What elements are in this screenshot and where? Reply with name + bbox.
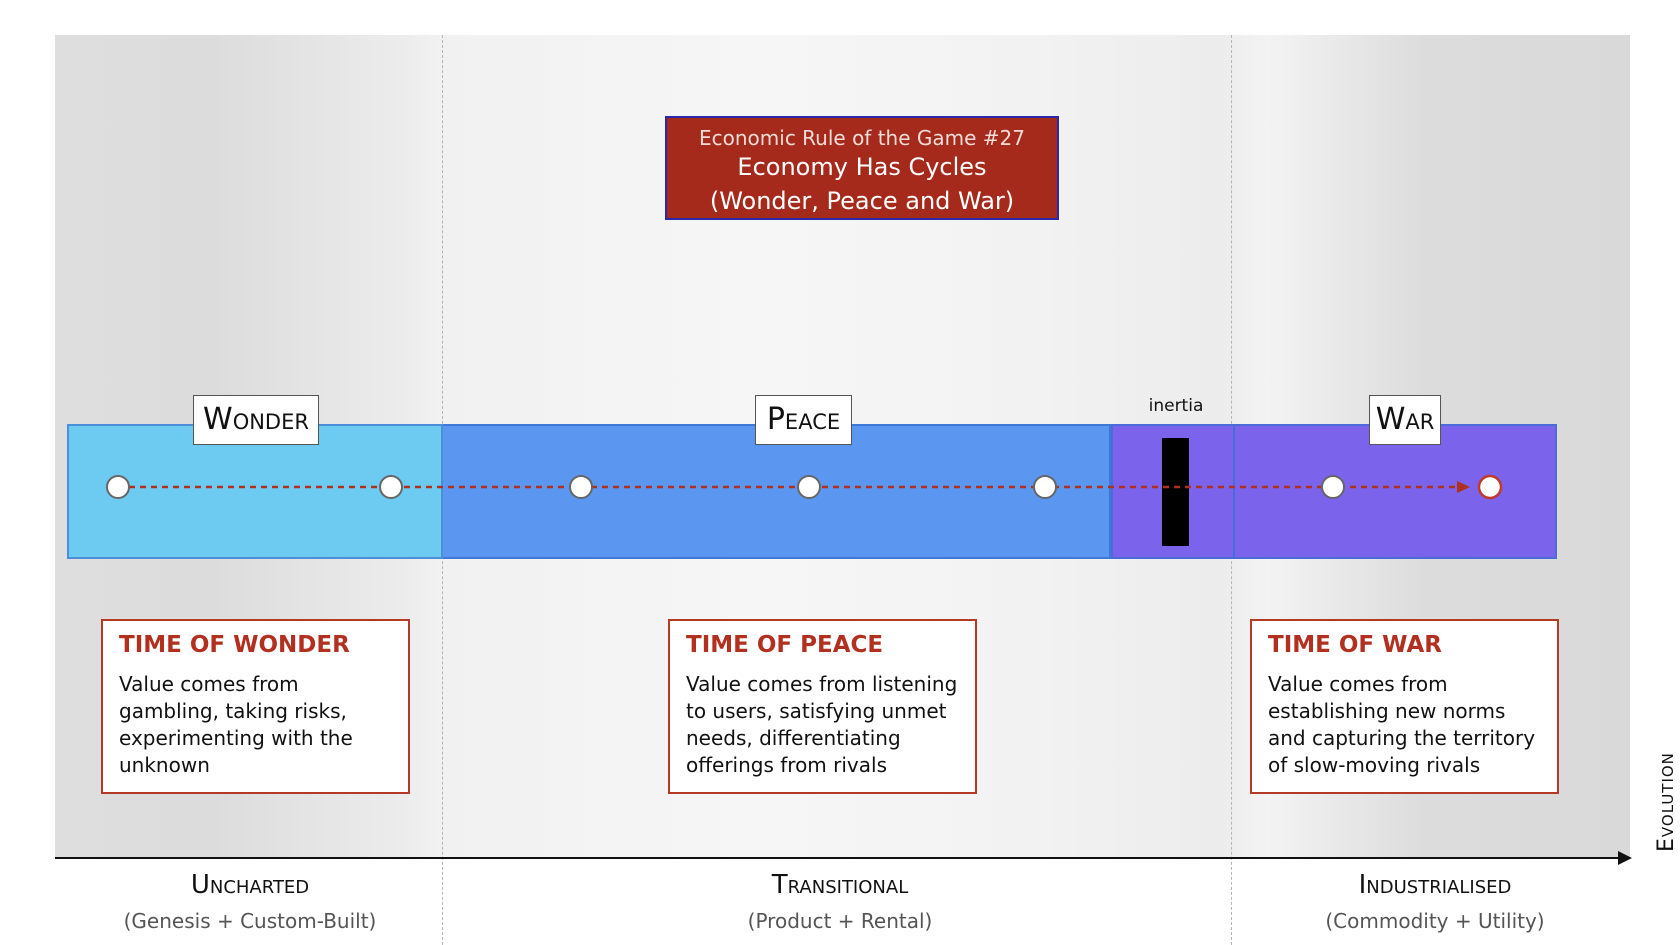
card-title: TIME OF PEACE	[686, 632, 884, 658]
card-body: Value comes from gambling, taking risks,…	[119, 672, 353, 777]
flow-arrowhead	[1457, 481, 1470, 493]
flow-node	[106, 475, 130, 499]
stage-title-uncharted: Uncharted	[190, 870, 310, 900]
evolution-axis-label: Evolution	[1654, 752, 1679, 852]
stage-subtitle-transitional: (Product + Rental)	[747, 909, 933, 933]
rule-title-box: Economic Rule of the Game #27 Economy Ha…	[665, 116, 1059, 220]
inertia-barrier	[1162, 438, 1189, 546]
card-body: Value comes from establishing new norms …	[1268, 672, 1536, 777]
stage-subtitle-industrialised: (Commodity + Utility)	[1325, 909, 1545, 933]
inertia-label: inertia	[1148, 396, 1204, 416]
rule-subtitle: Economic Rule of the Game #27	[699, 126, 1025, 150]
card-body: Value comes from listening to users, sat…	[686, 672, 958, 777]
flow-node	[797, 475, 821, 499]
flow-node	[1321, 475, 1345, 499]
war-band	[1235, 424, 1557, 559]
flow-node-end	[1477, 474, 1503, 500]
axis-arrow-icon	[1618, 851, 1632, 865]
war-label: War	[1369, 395, 1441, 445]
rule-title-line-2: (Wonder, Peace and War)	[709, 187, 1015, 215]
flow-node	[569, 475, 593, 499]
stage-subtitle-uncharted: (Genesis + Custom-Built)	[123, 909, 377, 933]
time-of-war-card: TIME OF WAR Value comes from establishin…	[1250, 619, 1559, 794]
flow-node	[379, 475, 403, 499]
time-of-wonder-card: TIME OF WONDER Value comes from gambling…	[101, 619, 410, 794]
stage-title-industrialised: Industrialised	[1358, 870, 1512, 900]
card-title: TIME OF WAR	[1268, 632, 1442, 658]
evolution-axis	[55, 857, 1620, 859]
flow-node	[1033, 475, 1057, 499]
time-of-peace-card: TIME OF PEACE Value comes from listening…	[668, 619, 977, 794]
rule-title-line-1: Economy Has Cycles	[737, 153, 987, 181]
stage-title-transitional: Transitional	[771, 870, 909, 900]
peace-label: Peace	[755, 395, 852, 445]
wonder-label: Wonder	[193, 395, 319, 445]
card-title: TIME OF WONDER	[119, 632, 350, 658]
